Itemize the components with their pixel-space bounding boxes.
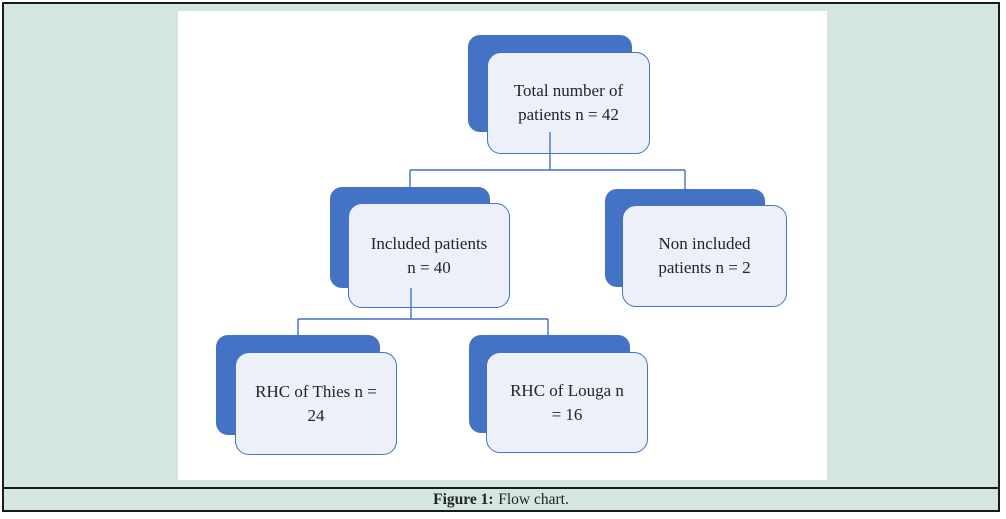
node-label-line: patients n = 2: [658, 258, 751, 277]
flow-node-included-patients: Included patients n = 40: [330, 187, 510, 308]
node-label: Included patients n = 40: [371, 232, 488, 280]
node-label-line: RHC of Louga n: [510, 380, 624, 400]
node-label: RHC of Thies n = 24: [255, 380, 377, 428]
node-label: Total number of patients n = 42: [514, 79, 623, 127]
node-front-panel: RHC of Louga n = 16: [486, 352, 648, 453]
node-label-line: RHC of Thies n =: [255, 381, 377, 401]
node-label: Non included patients n = 2: [658, 232, 750, 280]
node-front-panel: Included patients n = 40: [348, 203, 510, 308]
figure-caption: Figure 1: Flow chart.: [4, 487, 998, 510]
figure-caption-label: Figure 1:: [433, 490, 494, 508]
node-label-line: Non included: [658, 234, 751, 253]
node-front-panel: RHC of Thies n = 24: [235, 352, 397, 455]
node-label: RHC of Louga n = 16: [510, 379, 624, 427]
node-label-line: n = 40: [407, 257, 451, 277]
node-front-panel: Non included patients n = 2: [622, 205, 787, 307]
flow-node-rhc-thies: RHC of Thies n = 24: [216, 335, 397, 455]
node-label-line: Included patients: [370, 233, 488, 253]
node-label-line: patients n = 42: [518, 105, 619, 124]
flow-node-rhc-louga: RHC of Louga n = 16: [469, 335, 648, 453]
flow-node-non-included-patients: Non included patients n = 2: [605, 189, 787, 307]
node-label-line: 24: [307, 405, 325, 425]
node-label-line: = 16: [551, 404, 583, 424]
flow-node-total-patients: Total number of patients n = 42: [468, 35, 650, 154]
node-front-panel: Total number of patients n = 42: [487, 52, 650, 154]
node-label-line: Total number of: [513, 81, 624, 100]
figure-caption-text: Flow chart.: [498, 490, 569, 508]
